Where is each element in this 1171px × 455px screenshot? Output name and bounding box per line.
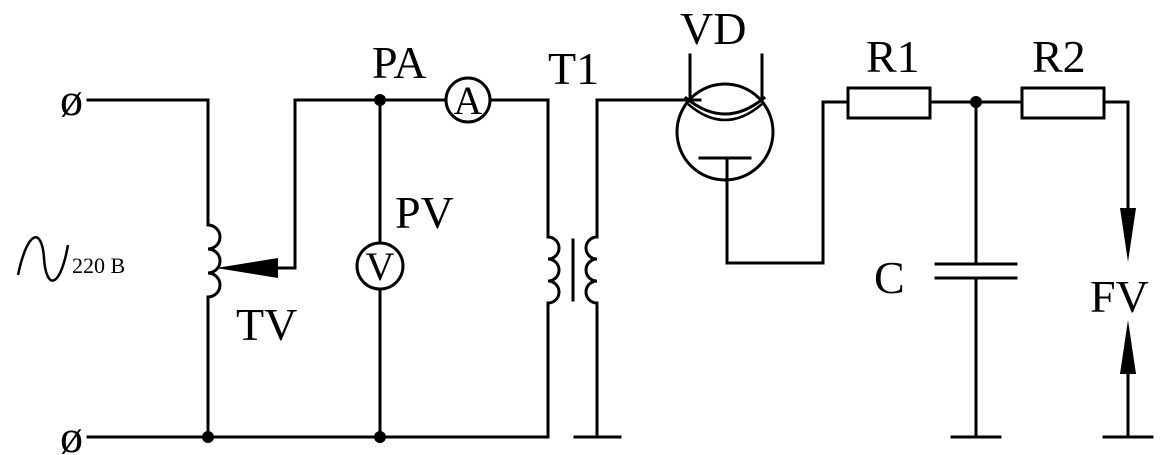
pa-label: PA [372,37,427,88]
ammeter-letter: A [454,78,483,123]
voltmeter-letter: V [366,244,395,289]
supply-voltage-label: 220 B [72,253,125,278]
vacuum-diode-icon [675,53,775,182]
primary-winding [546,235,561,305]
fv-label: FV [1090,271,1149,322]
wiper-arrow-icon [216,258,278,278]
sine-wave-icon [16,236,70,282]
terminal-top: ø [60,74,83,125]
t1-label: T1 [548,43,599,94]
pv-label: PV [395,187,454,238]
junction-dot-bottom-mid [374,431,386,443]
resistor-r2 [1020,86,1106,120]
autotransformer-winding [206,223,222,299]
r1-label: R1 [866,31,920,82]
junction-dot-bottom-left [202,431,214,443]
r2-label: R2 [1032,31,1086,82]
spark-gap-bottom-electrode [1120,320,1136,374]
c-label: C [874,252,905,303]
resistor-r1 [846,86,932,120]
secondary-winding [584,235,599,305]
terminal-bottom: ø [60,411,83,455]
vd-label: VD [680,3,746,54]
tv-label: TV [236,299,297,350]
spark-gap-top-electrode [1120,208,1136,262]
